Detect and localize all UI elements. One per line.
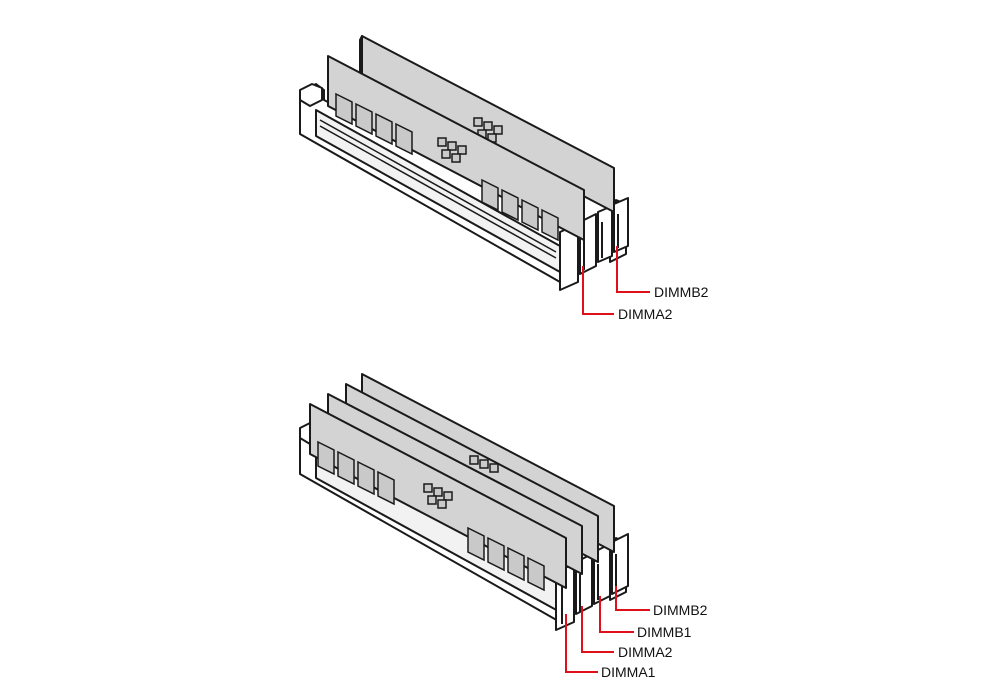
slot-label-dimma2: DIMMA2 <box>618 306 673 322</box>
diagram-four-modules: DIMMB2 DIMMB1 DIMMA2 DIMMA1 <box>299 373 708 680</box>
leader-line-dimma2 <box>582 266 614 315</box>
memory-module-dimma1 <box>309 403 567 592</box>
leader-line-dimmb2 <box>616 246 650 293</box>
leader-line-dimmb1 <box>599 596 634 633</box>
leader-line-dimma2 <box>581 606 614 653</box>
slot-label-dimma1: DIMMA1 <box>601 664 656 680</box>
leader-line-dimmb2 <box>615 586 650 611</box>
memory-module-back <box>359 35 615 213</box>
slot-label-dimmb2: DIMMB2 <box>654 284 709 300</box>
slot-label-dimmb2: DIMMB2 <box>653 602 708 618</box>
leader-line-dimma1 <box>565 614 598 673</box>
slot-label-dimma2: DIMMA2 <box>618 644 673 660</box>
diagram-two-modules: DIMMB2 DIMMA2 <box>299 35 709 322</box>
slot-label-dimmb1: DIMMB1 <box>637 624 692 640</box>
memory-module-front <box>327 55 585 242</box>
